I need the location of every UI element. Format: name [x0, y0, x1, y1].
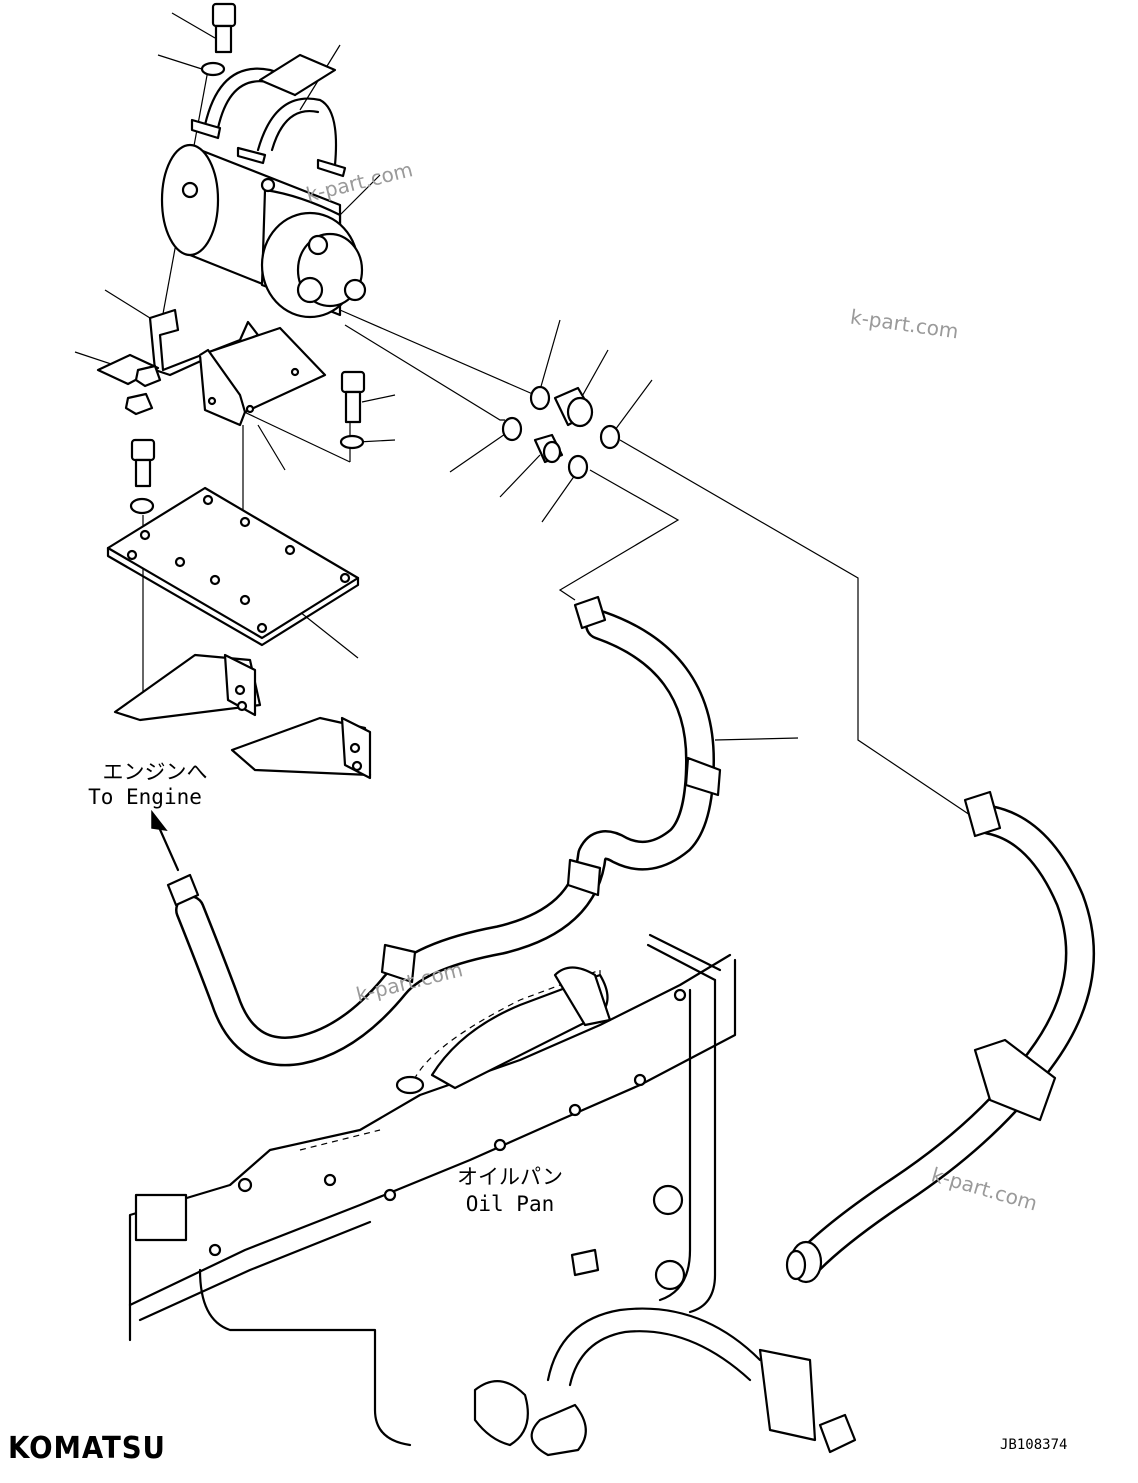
drawing-code: JB108374	[1000, 1437, 1068, 1453]
oil-pan	[128, 933, 857, 1457]
to-engine-label-en: To Engine	[88, 785, 202, 809]
to-engine-label-jp: エンジンへ	[102, 760, 208, 784]
motor-assembly	[160, 2, 367, 319]
oil-pan-label-en: Oil Pan	[465, 1192, 555, 1216]
brackets	[96, 308, 366, 515]
komatsu-logo: KOMATSU	[8, 1431, 166, 1466]
fittings	[501, 385, 621, 480]
hose-to-oil-pan	[785, 790, 1095, 1284]
to-engine-arrow	[151, 809, 180, 872]
hose-to-engine	[166, 595, 722, 1067]
mounting-plate	[106, 486, 360, 647]
engine-brackets	[113, 653, 372, 780]
oil-pan-label-jp: オイルパン	[456, 1165, 564, 1189]
